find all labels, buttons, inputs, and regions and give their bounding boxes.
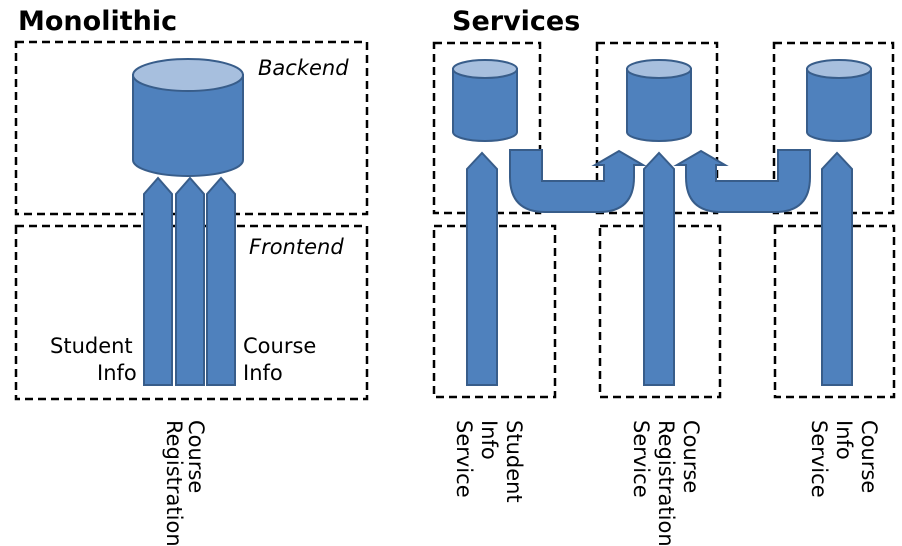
course-registration-arrow	[175, 176, 205, 386]
course-info-label-line2: Info	[243, 361, 283, 385]
course-registration-label-line1: Course	[184, 420, 208, 493]
monolithic-heading: Monolithic	[18, 6, 177, 37]
course-info-service-label-line1: Course	[857, 420, 881, 493]
backend-label: Backend	[258, 56, 349, 80]
student-info-label-line1: Student	[50, 334, 133, 358]
course-info-service-arrow	[821, 151, 853, 386]
student-info-service-label-line1: Student	[502, 420, 526, 503]
course-registration-service-label-line2: Registration	[654, 420, 678, 546]
services-heading: Services	[452, 6, 580, 37]
course-info-database-icon	[806, 59, 872, 142]
info-to-registration-connector-arrow	[673, 149, 811, 213]
course-registration-label-line2: Registration	[162, 420, 186, 546]
backend-box	[14, 40, 369, 216]
course-registration-service-label-line1: Course	[679, 420, 703, 493]
course-info-label-line1: Course	[243, 334, 316, 358]
course-registration-data-box	[595, 41, 719, 215]
backend-database-icon	[132, 58, 244, 177]
course-registration-database-icon	[626, 59, 692, 142]
student-info-service-label-line2: Info	[477, 420, 501, 460]
course-info-service-label-line2: Info	[832, 420, 856, 460]
student-info-label-line2: Info	[97, 361, 137, 385]
course-registration-service-arrow	[643, 151, 675, 386]
course-info-data-box	[772, 41, 895, 215]
student-info-arrow	[143, 176, 173, 386]
student-info-database-icon	[452, 59, 518, 142]
student-info-service-box	[432, 224, 557, 399]
student-info-service-arrow	[466, 151, 498, 386]
frontend-label: Frontend	[249, 235, 344, 259]
student-to-registration-connector-arrow	[509, 149, 647, 213]
course-registration-service-label-line3: Service	[629, 420, 653, 498]
student-info-service-label-line3: Service	[452, 420, 476, 498]
course-info-arrow	[206, 176, 236, 386]
course-info-service-label-line3: Service	[807, 420, 831, 498]
